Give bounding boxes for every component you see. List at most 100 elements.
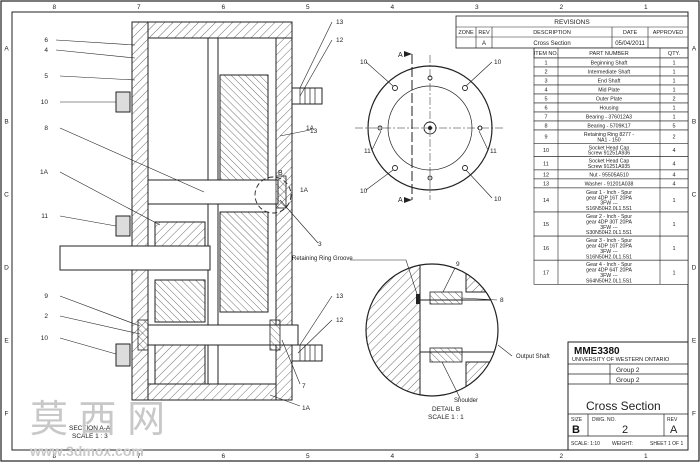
gear-2 (219, 74, 269, 181)
bom-part-number: Outer Plate (596, 97, 622, 103)
section-view-a-a: B SECTION A-A SCALE 1 : 3 6451081A119210… (40, 19, 344, 440)
bom-part-number: Retaining Ring 8277 - (584, 132, 634, 138)
bom-qty: 1 (672, 222, 675, 228)
zone-number-top: 3 (475, 4, 479, 11)
mid-plate (207, 37, 219, 385)
watermark-chars: 莫 西 网 (30, 399, 165, 441)
bom-qty: 1 (672, 198, 675, 204)
section-marker-top: A (398, 52, 403, 59)
section-leaders (55, 21, 333, 407)
balloon-2: 2 (44, 313, 48, 320)
front-bolt-holes (377, 75, 483, 181)
balloon-10: 10 (360, 188, 368, 195)
detail-b-boundary (365, 263, 499, 397)
bom-item-no: 6 (544, 106, 547, 112)
balloon-10: 10 (494, 196, 502, 203)
zone-number-top: 5 (306, 4, 310, 11)
bom-qty: 1 (672, 79, 675, 85)
revisions-cell: A (482, 41, 486, 47)
bom-qty: 1 (672, 70, 675, 76)
balloon-8: 8 (44, 125, 48, 132)
balloon-10: 10 (360, 59, 368, 66)
bom-item-no: 9 (544, 135, 547, 141)
group-row-1: Group 2 (616, 367, 640, 374)
balloon-6: 6 (44, 37, 48, 44)
zone-number-bottom: 5 (306, 453, 310, 460)
bom-part-number: S30N50H2.0L1.5S1 (586, 230, 632, 236)
bom-qty: 2 (672, 135, 675, 141)
zone-number-bottom: 8 (52, 453, 56, 460)
zone-number-bottom: 6 (221, 453, 225, 460)
housing-left-wall (131, 21, 149, 401)
screw-head-1 (115, 91, 131, 113)
housing-bottom-wall (147, 383, 277, 401)
section-arrow-top (404, 51, 412, 57)
bom-part-number: Washer - 91201A038 (585, 181, 634, 187)
revisions-cell: 05/04/2011 (615, 41, 645, 47)
intermediate-shaft (147, 179, 279, 205)
bom-item-no: 16 (543, 246, 549, 252)
zone-number-top: 7 (137, 4, 141, 11)
balloon-9: 9 (456, 261, 460, 268)
bom-row: 2 1 Intermediate Shaft (533, 66, 689, 77)
screw-head-3 (115, 343, 131, 367)
bom-qty: 1 (672, 88, 675, 94)
revisions-header: APPROVED (653, 30, 684, 36)
stud-threads (299, 88, 316, 361)
bom-part-number: S64N50H2.0L1.5S1 (586, 278, 632, 284)
bom-qty: 4 (672, 172, 675, 178)
balloon-1A: 1A (302, 405, 311, 412)
balloon-12: 12 (336, 317, 344, 324)
rev-label: REV (667, 417, 678, 423)
bom-part-number: Screw 91251A935 (588, 164, 631, 170)
bom-qty: 1 (672, 270, 675, 276)
zone-letter-left: D (4, 265, 9, 272)
rev-value: A (670, 424, 678, 436)
zone-letter-left: E (4, 338, 9, 345)
zone-number-bottom: 7 (137, 453, 141, 460)
detail-bearing-top (429, 291, 463, 305)
revisions-header: ZONE (458, 30, 474, 36)
watermark: 莫 西 网 www.3dmox.com (29, 399, 165, 459)
revisions-header: DESCRIPTION (533, 30, 571, 36)
beginning-shaft (59, 245, 211, 271)
bom-qty: 5 (672, 124, 675, 130)
bom-qty: 1 (672, 61, 675, 67)
balloon-10: 10 (494, 59, 502, 66)
balloon-11: 11 (490, 148, 497, 155)
dwg-no-value: 2 (622, 424, 628, 436)
watermark-url: www.3dmox.com (29, 443, 144, 459)
balloon-13: 13 (336, 19, 344, 26)
bom-part-number: S16N50H2.0L1.5S1 (586, 206, 632, 212)
detail-leaders (350, 259, 513, 399)
bom-item-no: 13 (543, 181, 549, 187)
bom-header-part: PART NUMBER (589, 51, 628, 57)
section-marker-bottom: A (398, 197, 403, 204)
balloon-1A: 1A (306, 125, 315, 132)
zone-number-top: 8 (52, 4, 56, 11)
size-value: B (572, 424, 580, 436)
bom-part-number: Socket Head Cap (589, 145, 630, 151)
bom-part-number: Intermediate Shaft (588, 70, 631, 76)
course-code: MME3380 (574, 346, 620, 357)
bom-item-no: 2 (544, 70, 547, 76)
zone-number-bottom: 1 (644, 453, 648, 460)
section-view-label-1: SECTION A-A (69, 425, 111, 432)
detail-shaft (419, 299, 498, 353)
weight-label: WEIGHT: (612, 441, 633, 447)
sheet-label: SHEET 1 OF 1 (650, 441, 683, 447)
bom-part-number: gear 4DP 64T 20PA (586, 268, 632, 274)
bearing-bottom (137, 319, 149, 351)
stud-top (291, 87, 323, 105)
